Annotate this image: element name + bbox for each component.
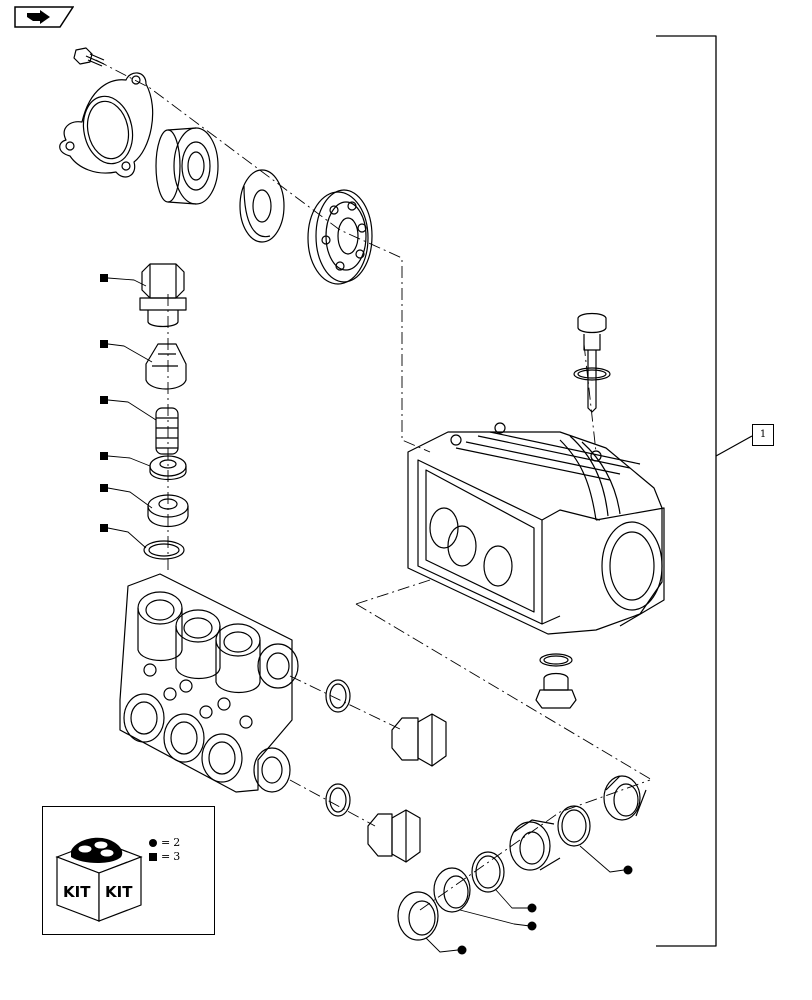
nav-arrow-icon[interactable] [14,6,74,28]
bolt-small [73,47,105,67]
marker-dots [457,865,633,955]
kit-legend-box: KIT KIT =2 =3 [42,806,215,935]
seal-ring-far [603,775,647,821]
washer [239,169,285,243]
legend-value-circle: 2 [173,836,181,849]
kit-box-icon: KIT KIT [55,837,143,922]
leader-lines-dot [425,845,625,953]
dipstick [573,312,611,413]
kit-label-right: KIT [105,883,133,901]
valve-cap [139,263,187,328]
pump-head-manifold [119,573,299,793]
legend-equals: = [161,850,171,863]
o-ring-port-upper [325,679,351,713]
callout-number: 1 [759,429,767,440]
seal-housing [155,127,219,205]
callout-reference-box[interactable]: 1 [752,424,774,446]
leader-lines-square [107,277,157,549]
valve-spring [155,407,179,455]
legend-equals: = [161,836,171,849]
square-symbol-icon [149,853,157,861]
seal-ring-mid [433,867,471,913]
seal-ring-near [397,891,439,941]
marker-squares [100,274,108,532]
assembly-bracket [656,35,717,947]
o-ring-seal-1 [557,805,591,847]
seal-retainer [509,819,561,871]
circle-symbol-icon [149,839,157,847]
centerlines [95,59,653,911]
drain-plug [535,653,577,709]
valve-guide [147,494,189,527]
ball-bearing [307,189,373,285]
crankcase-housing [407,422,665,635]
o-ring-valve [143,540,185,560]
legend-value-square: 3 [173,850,181,863]
o-ring-seal-2 [471,851,505,893]
o-ring-port-lower [325,783,351,817]
legend-square-row: =3 [149,851,180,863]
kit-label-left: KIT [63,883,91,901]
bearing-cover-flange [59,72,154,178]
legend-circle-row: =2 [149,837,180,849]
port-plug-upper [391,713,447,767]
valve-seat [149,455,187,481]
valve-body [145,343,187,390]
port-plug-lower [367,809,421,863]
